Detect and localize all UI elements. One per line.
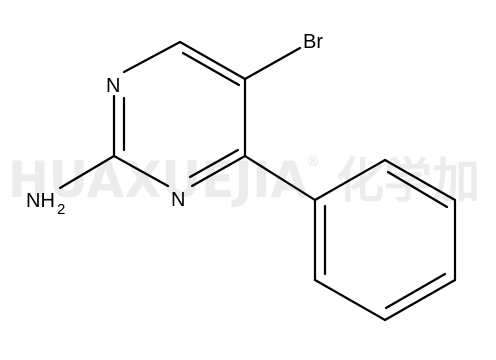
watermark: HUAXUEJIA ® 化学加 (8, 151, 480, 209)
bond-ph-inner-b (386, 170, 449, 209)
bond-c5-br (243, 46, 302, 81)
watermark-chinese: 化学加 (336, 153, 480, 209)
bond-n3-c2 (112, 154, 170, 188)
bond-ph-inner-c (384, 272, 447, 310)
atom-label-ring-n1: N (106, 75, 120, 97)
atom-label-amine-subscript: 2 (57, 201, 65, 218)
phenyl-ring (313, 158, 457, 322)
bond-ph-4-5 (383, 278, 457, 322)
bond-n1-c6 (122, 40, 182, 74)
atom-labels: Br N N NH 2 (26, 31, 323, 218)
bond-ph-5-6 (313, 278, 387, 322)
bond-c2-nh2 (58, 154, 116, 190)
bond-ph-1-2 (313, 158, 387, 202)
atom-label-amine: NH (26, 190, 55, 212)
pyrimidine-ring (112, 40, 247, 188)
bond-c4-phenyl (243, 154, 317, 202)
bond-c6-c5-double (181, 51, 241, 87)
bond-c6-c5 (178, 40, 247, 81)
atom-label-ring-n3: N (171, 189, 185, 211)
substituent-bonds (58, 46, 317, 202)
bond-ph-2-3 (383, 158, 457, 202)
bond-c4-n3 (190, 154, 247, 188)
watermark-registered: ® (306, 154, 320, 170)
bond-c4-n3-double (188, 148, 240, 179)
atom-label-bromine: Br (303, 31, 323, 53)
